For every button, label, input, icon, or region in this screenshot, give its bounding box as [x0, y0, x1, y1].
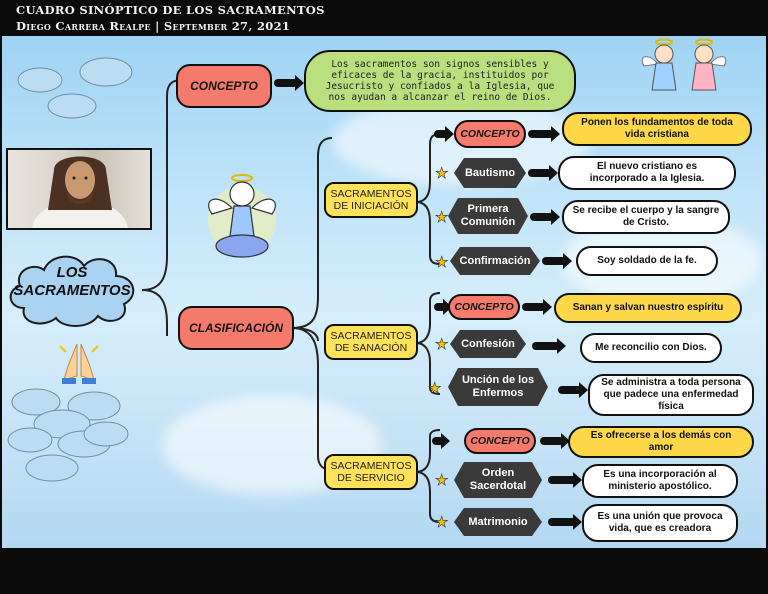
item-confirmacion: Confirmación [450, 247, 540, 275]
arrow-icon [548, 472, 582, 488]
root-title-line1: LOS [56, 264, 88, 281]
orden-sacerdotal-text: Es una incorporación al ministerio apost… [582, 464, 738, 498]
item-uncion: Unción de los Enfermos [448, 368, 548, 406]
arrow-icon [558, 382, 588, 398]
arrow-icon [434, 299, 452, 315]
sanacion-concepto: CONCEPTO [448, 294, 520, 320]
cloud-decorations [7, 57, 133, 482]
angels-pair-icon [636, 36, 732, 96]
star-icon: ★ [435, 254, 449, 271]
star-icon: ★ [435, 336, 449, 353]
root-title-line2: SACRAMENTOS [13, 282, 131, 299]
diagram-canvas: LOS SACRAMENTOS [2, 36, 766, 548]
angel-cloud-icon [202, 170, 282, 270]
item-confesion: Confesión [450, 330, 526, 358]
group-servicio: SACRAMENTOS DE SERVICIO [324, 454, 418, 490]
iniciacion-concepto: CONCEPTO [454, 120, 526, 148]
primera-comunion-text: Se recibe el cuerpo y la sangre de Crist… [562, 200, 730, 234]
star-icon: ★ [435, 472, 449, 489]
arrow-icon [528, 126, 560, 142]
praying-hands-icon [54, 336, 104, 386]
item-matrimonio: Matrimonio [454, 508, 542, 536]
jesus-portrait [6, 148, 152, 230]
arrow-icon [434, 126, 454, 142]
header-bar: CUADRO SINÓPTICO DE LOS SACRAMENTOS Dieg… [0, 0, 768, 36]
star-icon: ★ [428, 380, 442, 397]
arrow-icon [432, 433, 450, 449]
uncion-text: Se administra a toda persona que padece … [588, 374, 754, 416]
servicio-concepto-text: Es ofrecerse a los demás con amor [568, 426, 754, 458]
arrow-icon [548, 514, 582, 530]
confirmacion-text: Soy soldado de la fe. [576, 246, 718, 276]
arrow-icon [542, 253, 572, 269]
concepto-definition: Los sacramentos son signos sensibles y e… [304, 50, 576, 112]
servicio-concepto: CONCEPTO [464, 428, 536, 454]
star-icon: ★ [435, 209, 449, 226]
star-icon: ★ [435, 165, 449, 182]
concepto-node: CONCEPTO [176, 64, 272, 108]
clasificacion-node: CLASIFICACIÓN [178, 306, 294, 350]
root-cloud: LOS SACRAMENTOS [4, 246, 140, 332]
group-sanacion: SACRAMENTOS DE SANACIÓN [324, 324, 418, 360]
bautismo-text: El nuevo cristiano es incorporado a la I… [558, 156, 736, 190]
confesion-text: Me reconcilio con Dios. [580, 333, 722, 363]
page-title: CUADRO SINÓPTICO DE LOS SACRAMENTOS [16, 3, 325, 17]
star-icon: ★ [435, 514, 449, 531]
arrow-icon [530, 209, 560, 225]
page-subtitle: Diego Carrera Realpe | September 27, 202… [16, 19, 291, 33]
sanacion-concepto-text: Sanan y salvan nuestro espíritu [554, 293, 742, 323]
arrow-icon [522, 299, 552, 315]
arrow-icon [540, 433, 570, 449]
item-primera-comunion: Primera Comunión [448, 198, 528, 234]
item-bautismo: Bautismo [454, 158, 526, 188]
arrow-icon [532, 338, 566, 354]
arrow-icon [274, 75, 304, 91]
group-iniciacion: SACRAMENTOS DE INICIACIÓN [324, 182, 418, 218]
iniciacion-concepto-text: Ponen los fundamentos de toda vida crist… [562, 112, 752, 146]
item-orden-sacerdotal: Orden Sacerdotal [454, 462, 542, 498]
matrimonio-text: Es una unión que provoca vida, que es cr… [582, 504, 738, 542]
arrow-icon [528, 165, 558, 181]
footer-bar [0, 548, 768, 594]
